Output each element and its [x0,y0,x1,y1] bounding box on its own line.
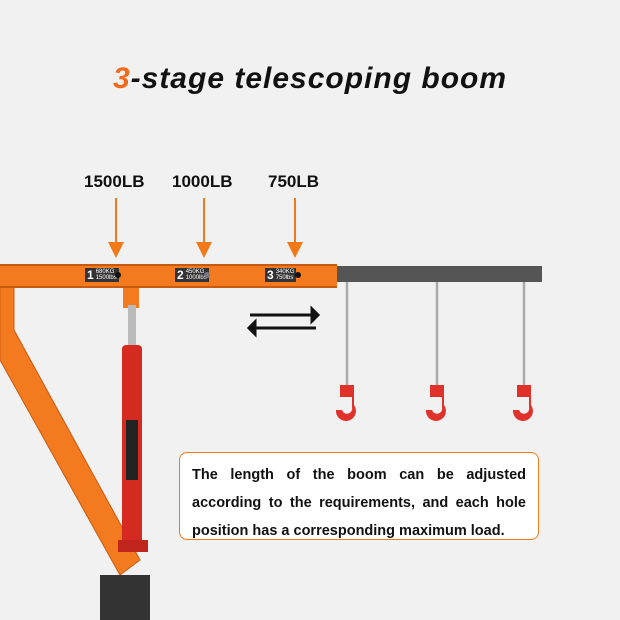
load-label-2: 1000LB [172,172,233,191]
hooks [335,280,533,421]
arrow-2 [203,198,205,244]
description-box: The length of the boom can be adjusted a… [179,452,539,540]
hole-3 [295,272,301,278]
load-label-3: 750LB [268,172,320,191]
arrow-3-head [287,242,303,258]
headline: 3-stage telescoping boom [112,62,508,95]
inner-boom [337,266,542,282]
arrow-3 [294,198,296,244]
arrow-2-head [196,242,212,258]
arrow-1-head [108,242,124,258]
hole-2 [204,272,210,278]
hole-1 [115,272,121,278]
load-label-1: 1500LB [84,172,145,191]
arrow-1 [115,198,117,244]
